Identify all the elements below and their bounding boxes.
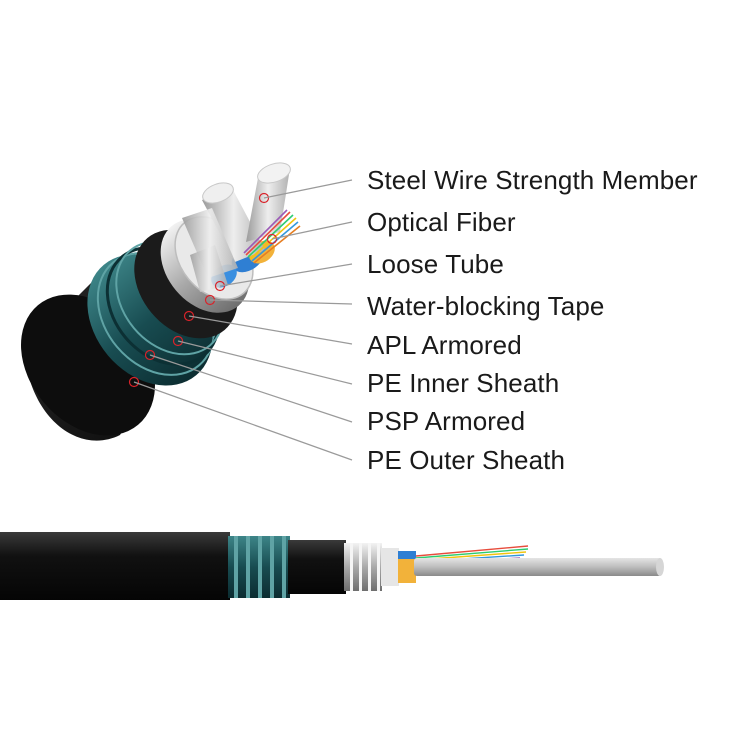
leader-lines: [133, 179, 353, 461]
label-apl-armored: APL Armored: [367, 330, 522, 360]
label-steel-wire-strength-member: Steel Wire Strength Member: [367, 165, 698, 195]
side-steel-rod-end: [656, 558, 664, 576]
side-inner-sheath: [288, 540, 346, 594]
side-outer-sheath: [0, 532, 230, 600]
label-optical-fiber: Optical Fiber: [367, 207, 516, 237]
label-psp-armored: PSP Armored: [367, 406, 526, 436]
side-water-blocking-tape: [381, 548, 399, 586]
cross-section-view: [21, 162, 353, 461]
side-apl-armored: [344, 543, 382, 591]
side-steel-rod: [414, 558, 662, 576]
side-loose-tube-blue: [398, 551, 416, 559]
steel-wire-strength-member-shape: [182, 162, 291, 292]
label-loose-tube: Loose Tube: [367, 249, 504, 279]
label-water-blocking-tape: Water-blocking Tape: [367, 291, 605, 321]
side-view: [0, 532, 664, 600]
label-pe-inner-sheath: PE Inner Sheath: [367, 368, 560, 398]
label-pe-outer-sheath: PE Outer Sheath: [367, 445, 566, 475]
layer-markers: [128, 192, 278, 388]
side-psp-armored: [228, 536, 290, 598]
